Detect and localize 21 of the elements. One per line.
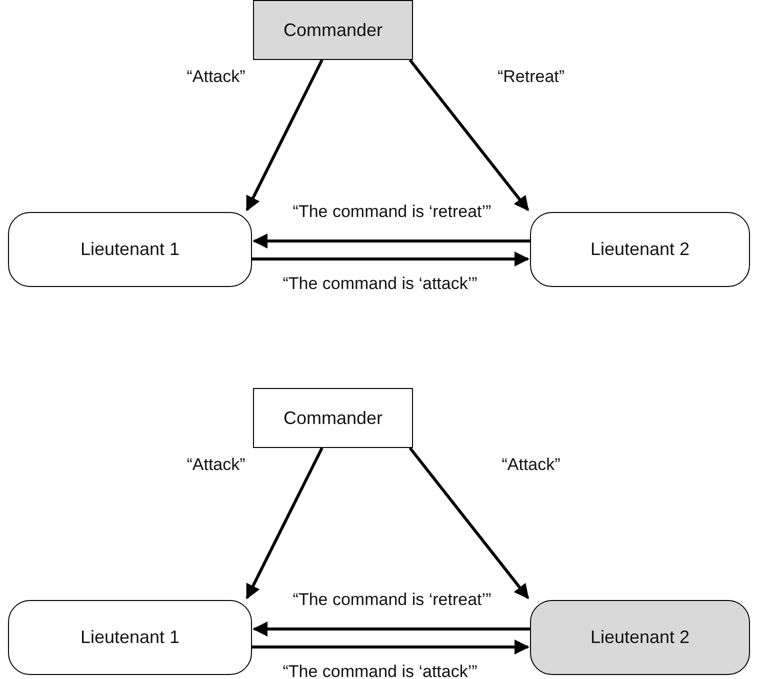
rounded-box [8, 212, 252, 287]
node-label: Commander [283, 408, 383, 428]
arrow [408, 447, 530, 600]
node-label: Lieutenant 2 [590, 627, 690, 648]
arrow [408, 59, 530, 212]
edge-label: “The command is ‘attack’” [280, 662, 480, 679]
process-box [253, 0, 413, 60]
arrow [252, 234, 530, 248]
arrow [252, 640, 530, 654]
node-label: Lieutenant 2 [590, 239, 690, 260]
arrow [246, 59, 324, 212]
arrow [252, 622, 530, 636]
arrow [252, 252, 530, 266]
rounded-box [530, 600, 750, 675]
rounded-box [530, 212, 750, 287]
node-label: Lieutenant 1 [80, 627, 180, 648]
arrow [246, 447, 324, 600]
node-label: Lieutenant 1 [80, 239, 180, 260]
process-box [253, 388, 413, 448]
rounded-box [8, 600, 252, 675]
node-label: Commander [283, 20, 383, 40]
